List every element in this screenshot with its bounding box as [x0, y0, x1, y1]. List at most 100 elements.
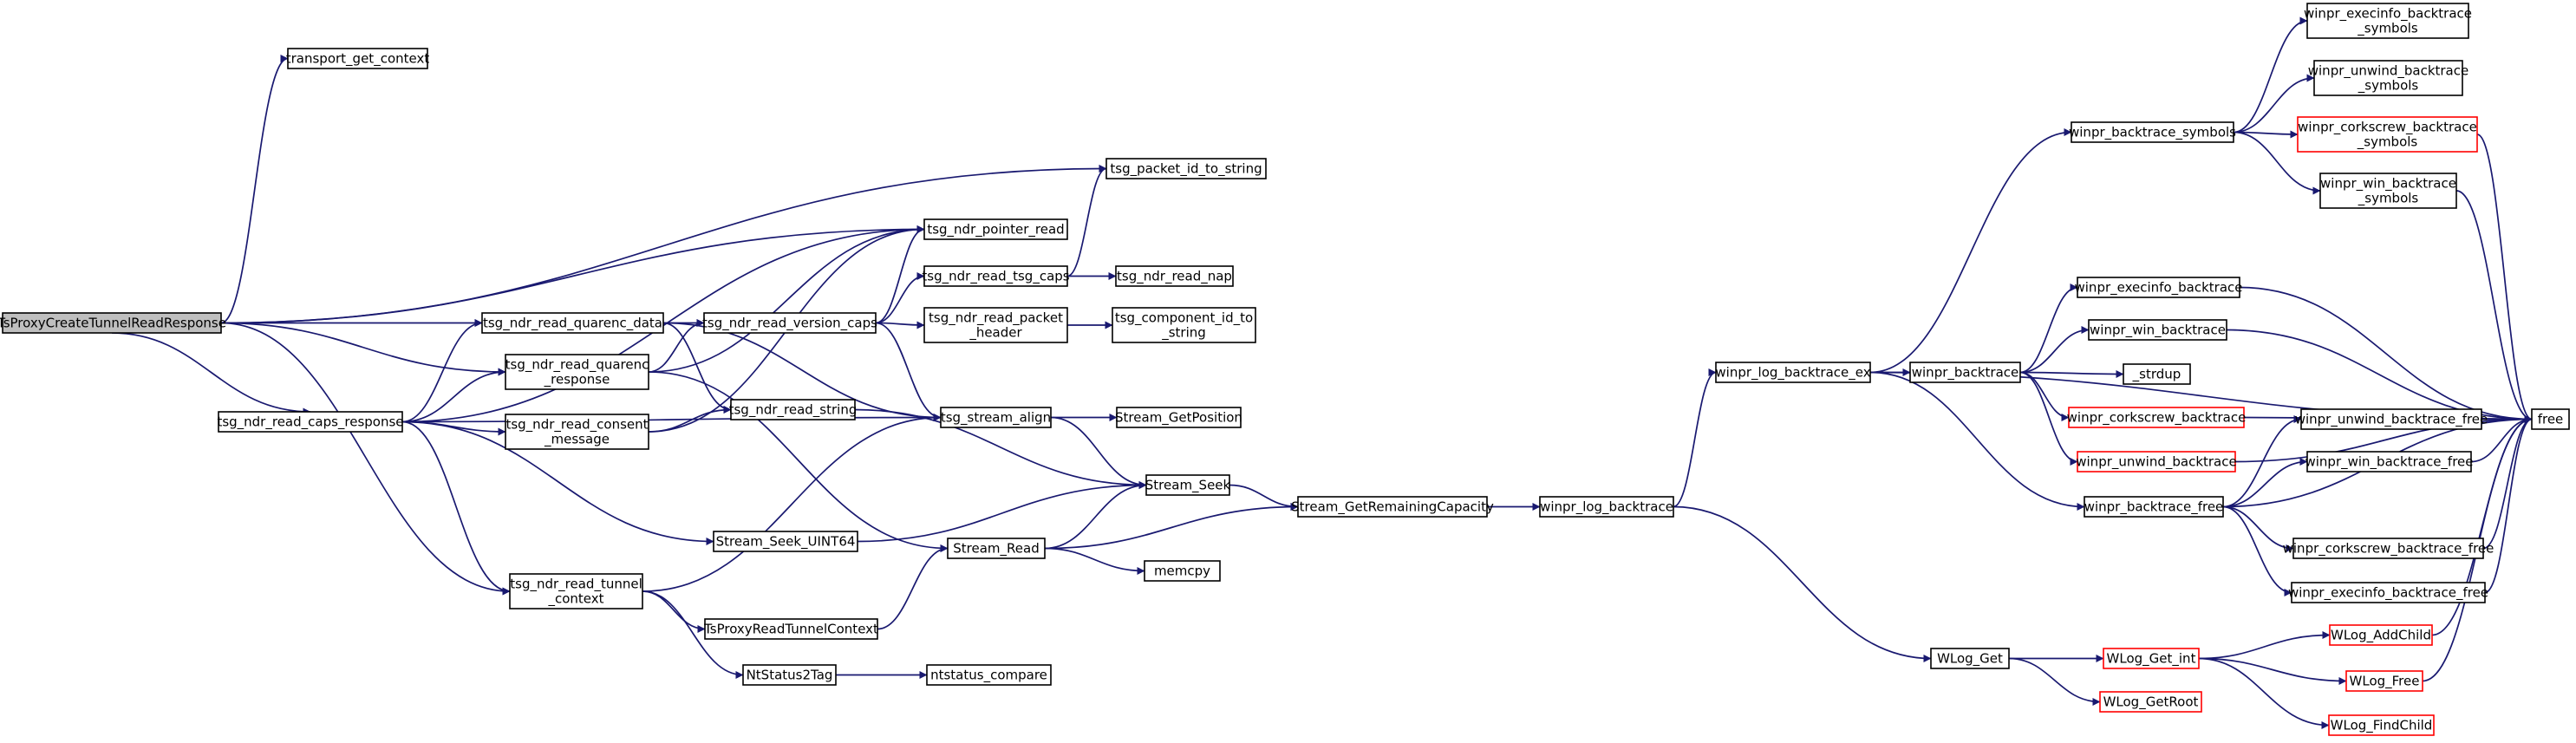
- node-box: [923, 218, 1068, 240]
- node-label: Stream_Read: [953, 541, 1039, 557]
- node-tsg-ndr-read-tunnel-context[interactable]: tsg_ndr_read_tunnel_context: [509, 573, 643, 609]
- node-box: [1930, 648, 2010, 669]
- edge-winpr-execinfo-backtrace-free-to-free: [2484, 415, 2533, 594]
- node-label: WLog_GetRoot: [2103, 694, 2199, 711]
- node-tsg-ndr-read-quarenc-response[interactable]: tsg_ndr_read_quarenc_response: [505, 354, 649, 390]
- node-stream-seek-uint64[interactable]: Stream_Seek_UINT64: [713, 531, 858, 552]
- node-box: [505, 354, 649, 390]
- edge-winpr-execinfo-backtrace-to-free: [2239, 286, 2533, 423]
- node-wlog-get-root[interactable]: WLog_GetRoot: [2099, 691, 2202, 713]
- node-wlog-find-child[interactable]: WLog_FindChild: [2328, 714, 2435, 736]
- node-tsg-ndr-read-string[interactable]: tsg_ndr_read_string: [729, 399, 858, 420]
- node-winpr-corkscrew-backtrace-free[interactable]: winpr_corkscrew_backtrace_free: [2283, 538, 2494, 559]
- node-box: [2099, 691, 2202, 713]
- node-label: Stream_GetRemainingCapacity: [1291, 499, 1494, 516]
- node-winpr-unwind-backtrace-free[interactable]: winpr_unwind_backtrace_free: [2295, 408, 2488, 430]
- node-nt-status2-tag[interactable]: NtStatus2Tag: [742, 664, 837, 686]
- node-winpr-log-backtrace-ex[interactable]: winpr_log_backtrace_ex: [1715, 362, 1871, 383]
- node-winpr-unwind-backtrace[interactable]: winpr_unwind_backtrace: [2076, 451, 2237, 473]
- call-edges: [111, 16, 2533, 729]
- node-label: _strdup: [2132, 367, 2181, 383]
- node-label: winpr_unwind_backtrace_free: [2295, 412, 2488, 428]
- node-winpr-win-backtrace[interactable]: winpr_win_backtrace: [2088, 319, 2227, 341]
- edge-winpr-backtrace-symbols-to-winpr-unwind-backtrace-symbols: [2233, 74, 2315, 134]
- node-box: [1715, 362, 1871, 383]
- edge-winpr-backtrace-to-winpr-execinfo-backtrace: [2019, 284, 2078, 374]
- node-box: [1115, 265, 1234, 287]
- node-winpr-win-backtrace-free[interactable]: winpr_win_backtrace_free: [2305, 451, 2474, 473]
- edge-stream-read-to-stream-get-remaining-capacity: [1044, 503, 1299, 550]
- node-label: WLog_FindChild: [2331, 718, 2433, 734]
- edge-stream-seek-uint64-to-stream-seek: [857, 481, 1147, 543]
- node-box: [742, 664, 837, 686]
- node-box: [2306, 3, 2469, 39]
- node-winpr-unwind-backtrace-symbols[interactable]: winpr_unwind_backtrace_symbols: [2308, 60, 2468, 96]
- node-label: tsg_ndr_read_string: [729, 402, 858, 419]
- node-winpr-backtrace-symbols[interactable]: winpr_backtrace_symbols: [2069, 121, 2236, 143]
- edge-tsg-ndr-read-quarenc-data-to-tsg-ndr-read-string: [662, 322, 732, 414]
- node-tsg-stream-align[interactable]: tsg_stream_align: [940, 407, 1052, 428]
- edge-root-to-tsg-ndr-read-quarenc-response: [220, 322, 506, 376]
- node-u-strdup[interactable]: _strdup: [2123, 363, 2191, 385]
- node-winpr-corkscrew-backtrace-symbols[interactable]: winpr_corkscrew_backtrace_symbols: [2297, 116, 2478, 153]
- edge-root-to-tsg-ndr-pointer-read: [220, 225, 925, 324]
- node-label: tsg_ndr_read_packet: [929, 310, 1063, 327]
- node-box: [2071, 121, 2234, 143]
- node-box: [1539, 496, 1674, 518]
- node-box: [2103, 648, 2200, 669]
- node-box: [2329, 624, 2433, 646]
- node-winpr-backtrace-free[interactable]: winpr_backtrace_free: [2084, 496, 2224, 518]
- node-label: _context: [547, 591, 603, 608]
- node-memcpy[interactable]: memcpy: [1144, 560, 1221, 582]
- function-nodes: TsProxyCreateTunnelReadResponse transport…: [0, 3, 2570, 736]
- node-tsg-ndr-read-consent-message[interactable]: tsg_ndr_read_consent_message: [505, 414, 649, 450]
- node-tsg-ndr-read-packet-header[interactable]: tsg_ndr_read_packet_header: [923, 307, 1068, 343]
- node-tsg-ndr-read-quarenc-data[interactable]: tsg_ndr_read_quarenc_data: [481, 312, 664, 334]
- edge-ts-proxy-read-tunnel-context-to-stream-read: [877, 544, 949, 630]
- edge-wlog-get-int-to-wlog-free: [2198, 657, 2347, 685]
- node-winpr-win-backtrace-symbols[interactable]: winpr_win_backtrace_symbols: [2319, 173, 2457, 209]
- node-winpr-corkscrew-backtrace[interactable]: winpr_corkscrew_backtrace: [2067, 407, 2247, 428]
- node-ts-proxy-read-tunnel-context[interactable]: TsProxyReadTunnelContext: [703, 618, 878, 640]
- node-winpr-execinfo-backtrace-symbols[interactable]: winpr_execinfo_backtrace_symbols: [2304, 3, 2472, 39]
- node-tsg-ndr-read-version-caps[interactable]: tsg_ndr_read_version_caps: [702, 312, 877, 334]
- node-wlog-add-child[interactable]: WLog_AddChild: [2329, 624, 2433, 646]
- edge-tsg-ndr-read-caps-response-to-tsg-ndr-read-quarenc-data: [401, 319, 483, 423]
- node-box: [923, 265, 1068, 287]
- edge-winpr-backtrace-free-to-winpr-corkscrew-backtrace-free: [2222, 505, 2294, 552]
- node-wlog-free[interactable]: WLog_Free: [2345, 670, 2423, 692]
- node-label: winpr_win_backtrace: [2090, 323, 2226, 339]
- node-winpr-execinfo-backtrace-free[interactable]: winpr_execinfo_backtrace_free: [2288, 582, 2488, 603]
- node-tsg-ndr-pointer-read[interactable]: tsg_ndr_pointer_read: [923, 218, 1068, 240]
- node-root[interactable]: TsProxyCreateTunnelReadResponse: [0, 312, 226, 334]
- node-tsg-component-id-to-string[interactable]: tsg_component_id_to_string: [1112, 307, 1256, 343]
- node-wlog-get[interactable]: WLog_Get: [1930, 648, 2010, 669]
- node-label: _symbols: [2358, 78, 2419, 95]
- node-winpr-log-backtrace[interactable]: winpr_log_backtrace: [1539, 496, 1674, 518]
- node-stream-get-position[interactable]: Stream_GetPosition: [1115, 407, 1242, 428]
- node-box: [2300, 408, 2482, 430]
- node-transport-get-context[interactable]: transport_get_context: [286, 48, 430, 69]
- node-winpr-execinfo-backtrace[interactable]: winpr_execinfo_backtrace: [2075, 277, 2243, 298]
- node-label: winpr_corkscrew_backtrace: [2067, 410, 2247, 427]
- node-free[interactable]: free: [2531, 408, 2570, 430]
- node-tsg-ndr-read-nap[interactable]: tsg_ndr_read_nap: [1115, 265, 1234, 287]
- node-tsg-ndr-read-caps-response[interactable]: tsg_ndr_read_caps_response: [217, 411, 404, 433]
- edge-tsg-ndr-read-tunnel-context-to-nt-status2-tag: [642, 590, 744, 679]
- node-stream-read[interactable]: Stream_Read: [947, 538, 1046, 559]
- node-tsg-ndr-read-tsg-caps[interactable]: tsg_ndr_read_tsg_caps: [922, 265, 1070, 287]
- node-label: memcpy: [1154, 564, 1210, 579]
- edge-winpr-backtrace-to-winpr-unwind-backtrace: [2019, 371, 2078, 466]
- node-ntstatus-compare[interactable]: ntstatus_compare: [926, 664, 1052, 686]
- node-label: winpr_backtrace: [1912, 365, 2019, 381]
- edge-root-to-tsg-ndr-read-tunnel-context: [220, 322, 511, 596]
- edge-tsg-ndr-read-version-caps-to-tsg-ndr-pointer-read: [875, 225, 925, 324]
- edge-winpr-backtrace-to-winpr-win-backtrace: [2019, 326, 2090, 374]
- node-stream-seek[interactable]: Stream_Seek: [1145, 474, 1231, 496]
- node-stream-get-remaining-capacity[interactable]: Stream_GetRemainingCapacity: [1291, 496, 1494, 518]
- node-wlog-get-int[interactable]: WLog_Get_int: [2103, 648, 2200, 669]
- node-label: tsg_ndr_read_caps_response: [217, 414, 403, 431]
- node-winpr-backtrace[interactable]: winpr_backtrace: [1909, 362, 2021, 383]
- node-tsg-packet-id-to-string[interactable]: tsg_packet_id_to_string: [1105, 158, 1267, 179]
